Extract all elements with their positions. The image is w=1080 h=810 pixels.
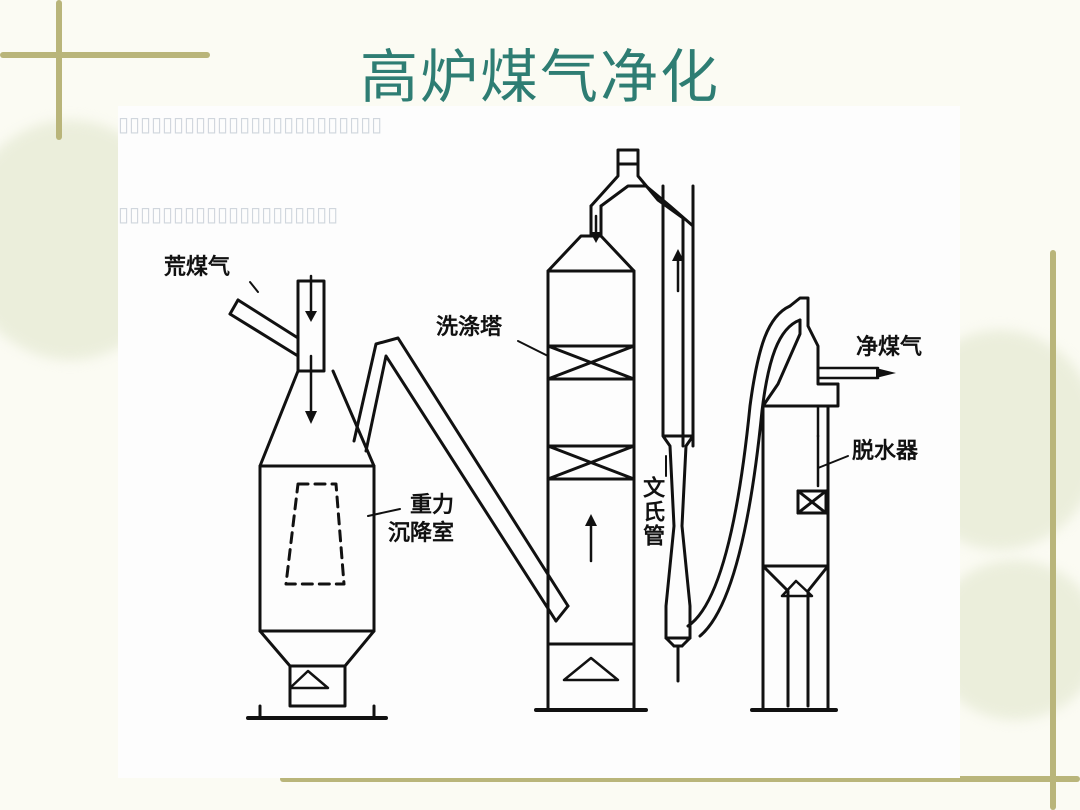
label-gravity-chamber-2: 沉降室 (388, 521, 455, 546)
slide-title: 高炉煤气净化 (359, 43, 720, 111)
label-clean-gas: 净煤气 (856, 335, 923, 360)
downcomer-duct (352, 336, 570, 623)
vine-decoration (0, 52, 210, 58)
vine-decoration (56, 0, 62, 140)
label-gravity-chamber-1: 重力 (410, 493, 455, 518)
diagram-drawing (228, 148, 896, 720)
label-scrubber-tower: 洗涤塔 (436, 315, 503, 340)
label-dehydrator: 脱水器 (852, 439, 919, 464)
leader-line (517, 340, 549, 357)
label-raw-gas: 荒煤气 (164, 255, 231, 280)
dehydrator (750, 296, 896, 712)
vine-decoration (1050, 250, 1056, 810)
gas-cleaning-diagram: ▯▯▯▯▯▯▯▯▯▯▯▯▯▯▯▯▯▯▯▯▯▯▯▯ ▯▯▯▯▯▯▯▯▯▯▯▯▯▯▯… (118, 106, 960, 778)
leader-line (367, 508, 401, 517)
gravity-chamber (228, 274, 388, 720)
leader-line (817, 455, 849, 469)
leader-line (249, 281, 259, 293)
background-scan-text: ▯▯▯▯▯▯▯▯▯▯▯▯▯▯▯▯▯▯▯▯ (118, 202, 339, 226)
venturi-tube (661, 184, 802, 683)
background-scan-text: ▯▯▯▯▯▯▯▯▯▯▯▯▯▯▯▯▯▯▯▯▯▯▯▯ (118, 112, 383, 136)
vine-decoration (280, 776, 1080, 782)
scrubber-tower (534, 148, 695, 712)
label-venturi-tube: 文氏管 (639, 476, 665, 548)
